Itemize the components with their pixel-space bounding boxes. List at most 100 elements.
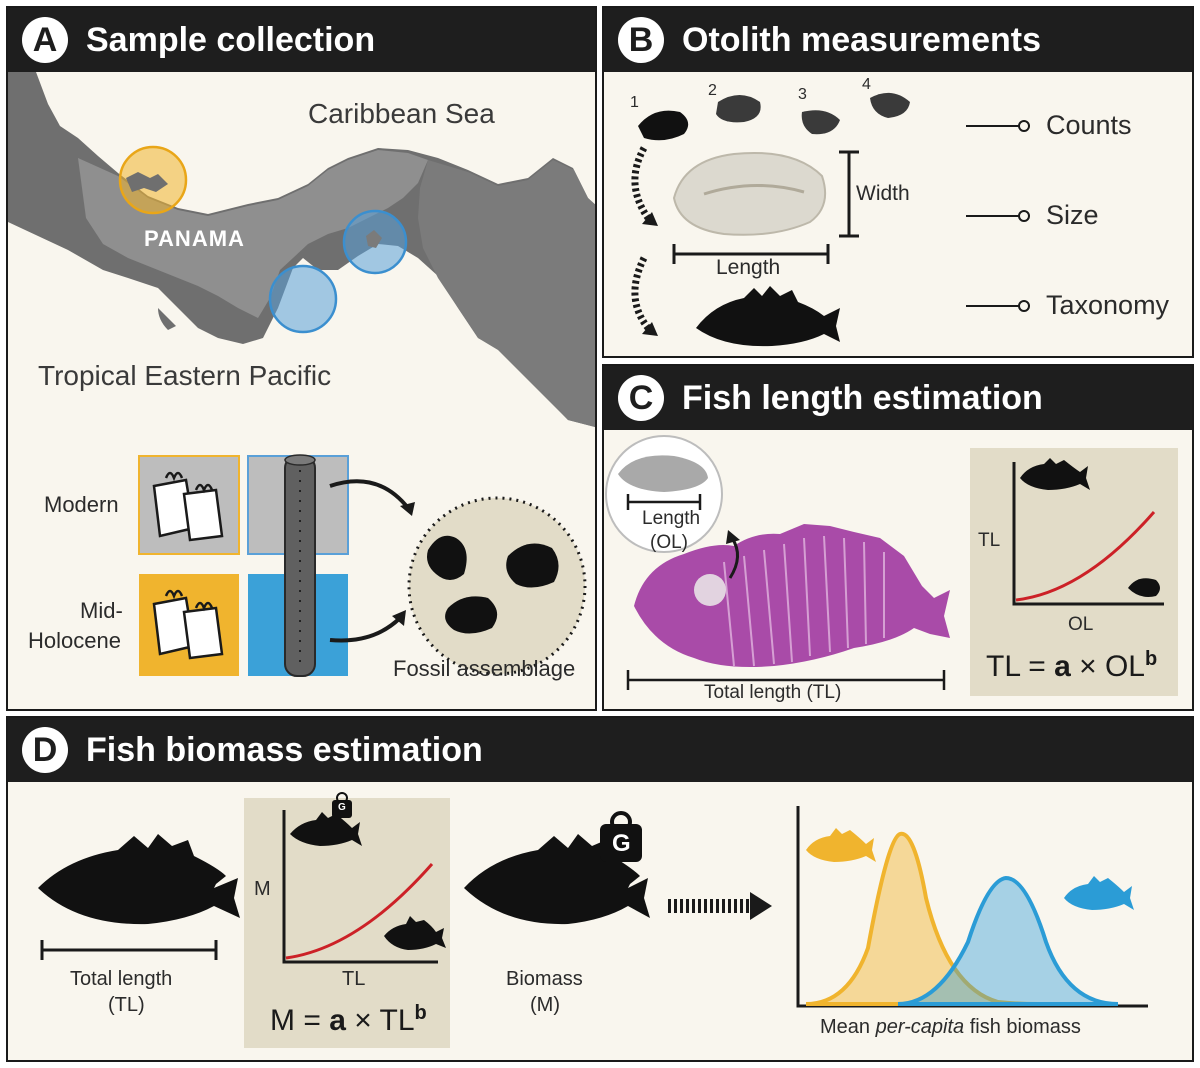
biomass-label-abbr: (M) [530,994,560,1016]
dashed-arrow-head [750,892,772,920]
biomass-label: Biomass [506,968,583,990]
tl-label-d-abbr: (TL) [108,994,145,1016]
fossil-otolith-2 [506,543,559,588]
otolith-3-icon [801,110,840,135]
map-colombia [418,160,595,427]
label-modern: Modern [44,492,119,517]
panel-a: A Sample collection Caribbean Sea PANAMA… [6,6,597,711]
tl-label-d: Total length [70,968,173,990]
arrow-modern-head [400,502,415,516]
taxonomy-connector-dot [1018,300,1030,312]
otolith-4-icon [870,92,910,118]
otolith-2-icon [716,95,761,123]
otolith-number-3: 3 [798,86,807,103]
panel-b-letter: B [618,17,664,63]
arrow-otolith-to-photo-head [642,212,658,226]
equation-d-a: a [329,1004,346,1037]
label-panama: PANAMA [144,226,245,251]
fish-modern-icon [1064,876,1134,910]
fish-silhouette-icon [696,286,840,347]
equation-d-lhs: M = [270,1004,330,1037]
sediment-core-top [284,454,316,466]
arrow-modern [329,479,410,510]
m-tl-axes [282,810,438,964]
equation-c-a: a [1054,650,1071,683]
fossil-otolith-3 [445,596,498,634]
panel-b-header: B Otolith measurements [604,8,1192,72]
otolith-magnified [618,455,708,492]
equation-c: TL = a × OLb [986,648,1157,684]
site-circle-modern-2 [268,264,338,334]
measure-counts: Counts [1046,110,1132,140]
equation-d: M = a × TLb [270,1002,427,1038]
ol-label-ol: (OL) [650,532,688,553]
panel-a-letter: A [22,17,68,63]
weight-small-label: G [338,802,346,813]
otolith-number-4: 4 [862,76,871,93]
weight-small-icon [332,800,352,818]
fish-silhouette-tl-icon [38,834,240,925]
stained-fish [634,524,950,667]
label-holocene: Holocene [28,628,121,653]
tl-caption: Total length (TL) [704,682,842,703]
label-fossil-assemblage: Fossil assemblage [393,656,576,681]
tl-ol-curve [1015,511,1156,602]
arrow-photo-to-fish [631,256,651,331]
tl-ol-axes [1012,462,1164,606]
tl-ol-graph-box [970,448,1178,696]
panel-c-header: C Fish length estimation [604,366,1192,430]
label-mid: Mid- [80,598,123,623]
panel-d-figure [38,792,1148,1048]
panel-b: B Otolith measurements 1 2 3 4 Width Len… [602,6,1194,358]
weight-big-handle [610,811,632,833]
weight-big-icon [600,824,642,862]
fossil-otolith-1 [427,535,467,580]
panel-b-figure [631,92,1030,347]
panel-b-title: Otolith measurements [682,21,1041,59]
dist-caption-post: fish biomass [964,1016,1081,1038]
counts-connector-dot [1018,120,1030,132]
equation-c-lhs: TL = [986,650,1055,683]
otolith-photo-sulcus [703,183,805,196]
panel-c-figure [605,435,1178,696]
site-islands-b [366,230,382,248]
fossil-assemblage-circle [407,496,587,676]
panel-c: C Fish length estimation Length (OL) Tot… [602,364,1194,711]
dist-modern [897,875,1119,1006]
fish-mid-holocene-icon [806,828,876,862]
dist-caption-pre: Mean [820,1016,876,1038]
measure-size: Size [1046,200,1099,230]
label-caribbean-sea: Caribbean Sea [308,98,495,129]
weight-small-handle [336,792,348,804]
panel-d: D Fish biomass estimation Total length (… [6,716,1194,1062]
graph-d-fish-small-icon [384,916,446,950]
graph-d-fish-icon [290,812,362,846]
sample-bags-mid-holocene [152,589,224,660]
arrow-mid-holocene [329,616,402,643]
arrow-otolith-to-photo [631,146,651,221]
map-panama [78,150,428,318]
dist-caption-em: per-capita [875,1016,965,1038]
panel-c-letter: C [618,375,664,421]
m-tl-curve [285,863,434,960]
graph-c-y-label: TL [978,530,1001,551]
otolith-1-icon [638,110,689,141]
panel-d-header: D Fish biomass estimation [8,718,1192,782]
dist-caption: Mean per-capita fish biomass [820,1016,1081,1039]
panel-a-map [8,72,595,677]
length-label: Length [716,256,781,279]
graph-d-x-label: TL [342,968,366,990]
panel-d-letter: D [22,727,68,773]
equation-d-mid: × TL [345,1004,415,1037]
arrow-mid-holocene-head [392,610,406,626]
weight-big-label: G [612,830,631,857]
panel-a-header: A Sample collection [8,8,595,72]
otolith-location-marker [694,574,726,606]
site-islands-a [126,172,168,192]
panel-c-title: Fish length estimation [682,379,1043,417]
graph-otolith-icon [1128,578,1160,597]
sample-bags-modern [152,471,224,542]
width-label: Width [856,182,910,205]
sediment-core [284,455,316,677]
otolith-photo [672,151,826,236]
